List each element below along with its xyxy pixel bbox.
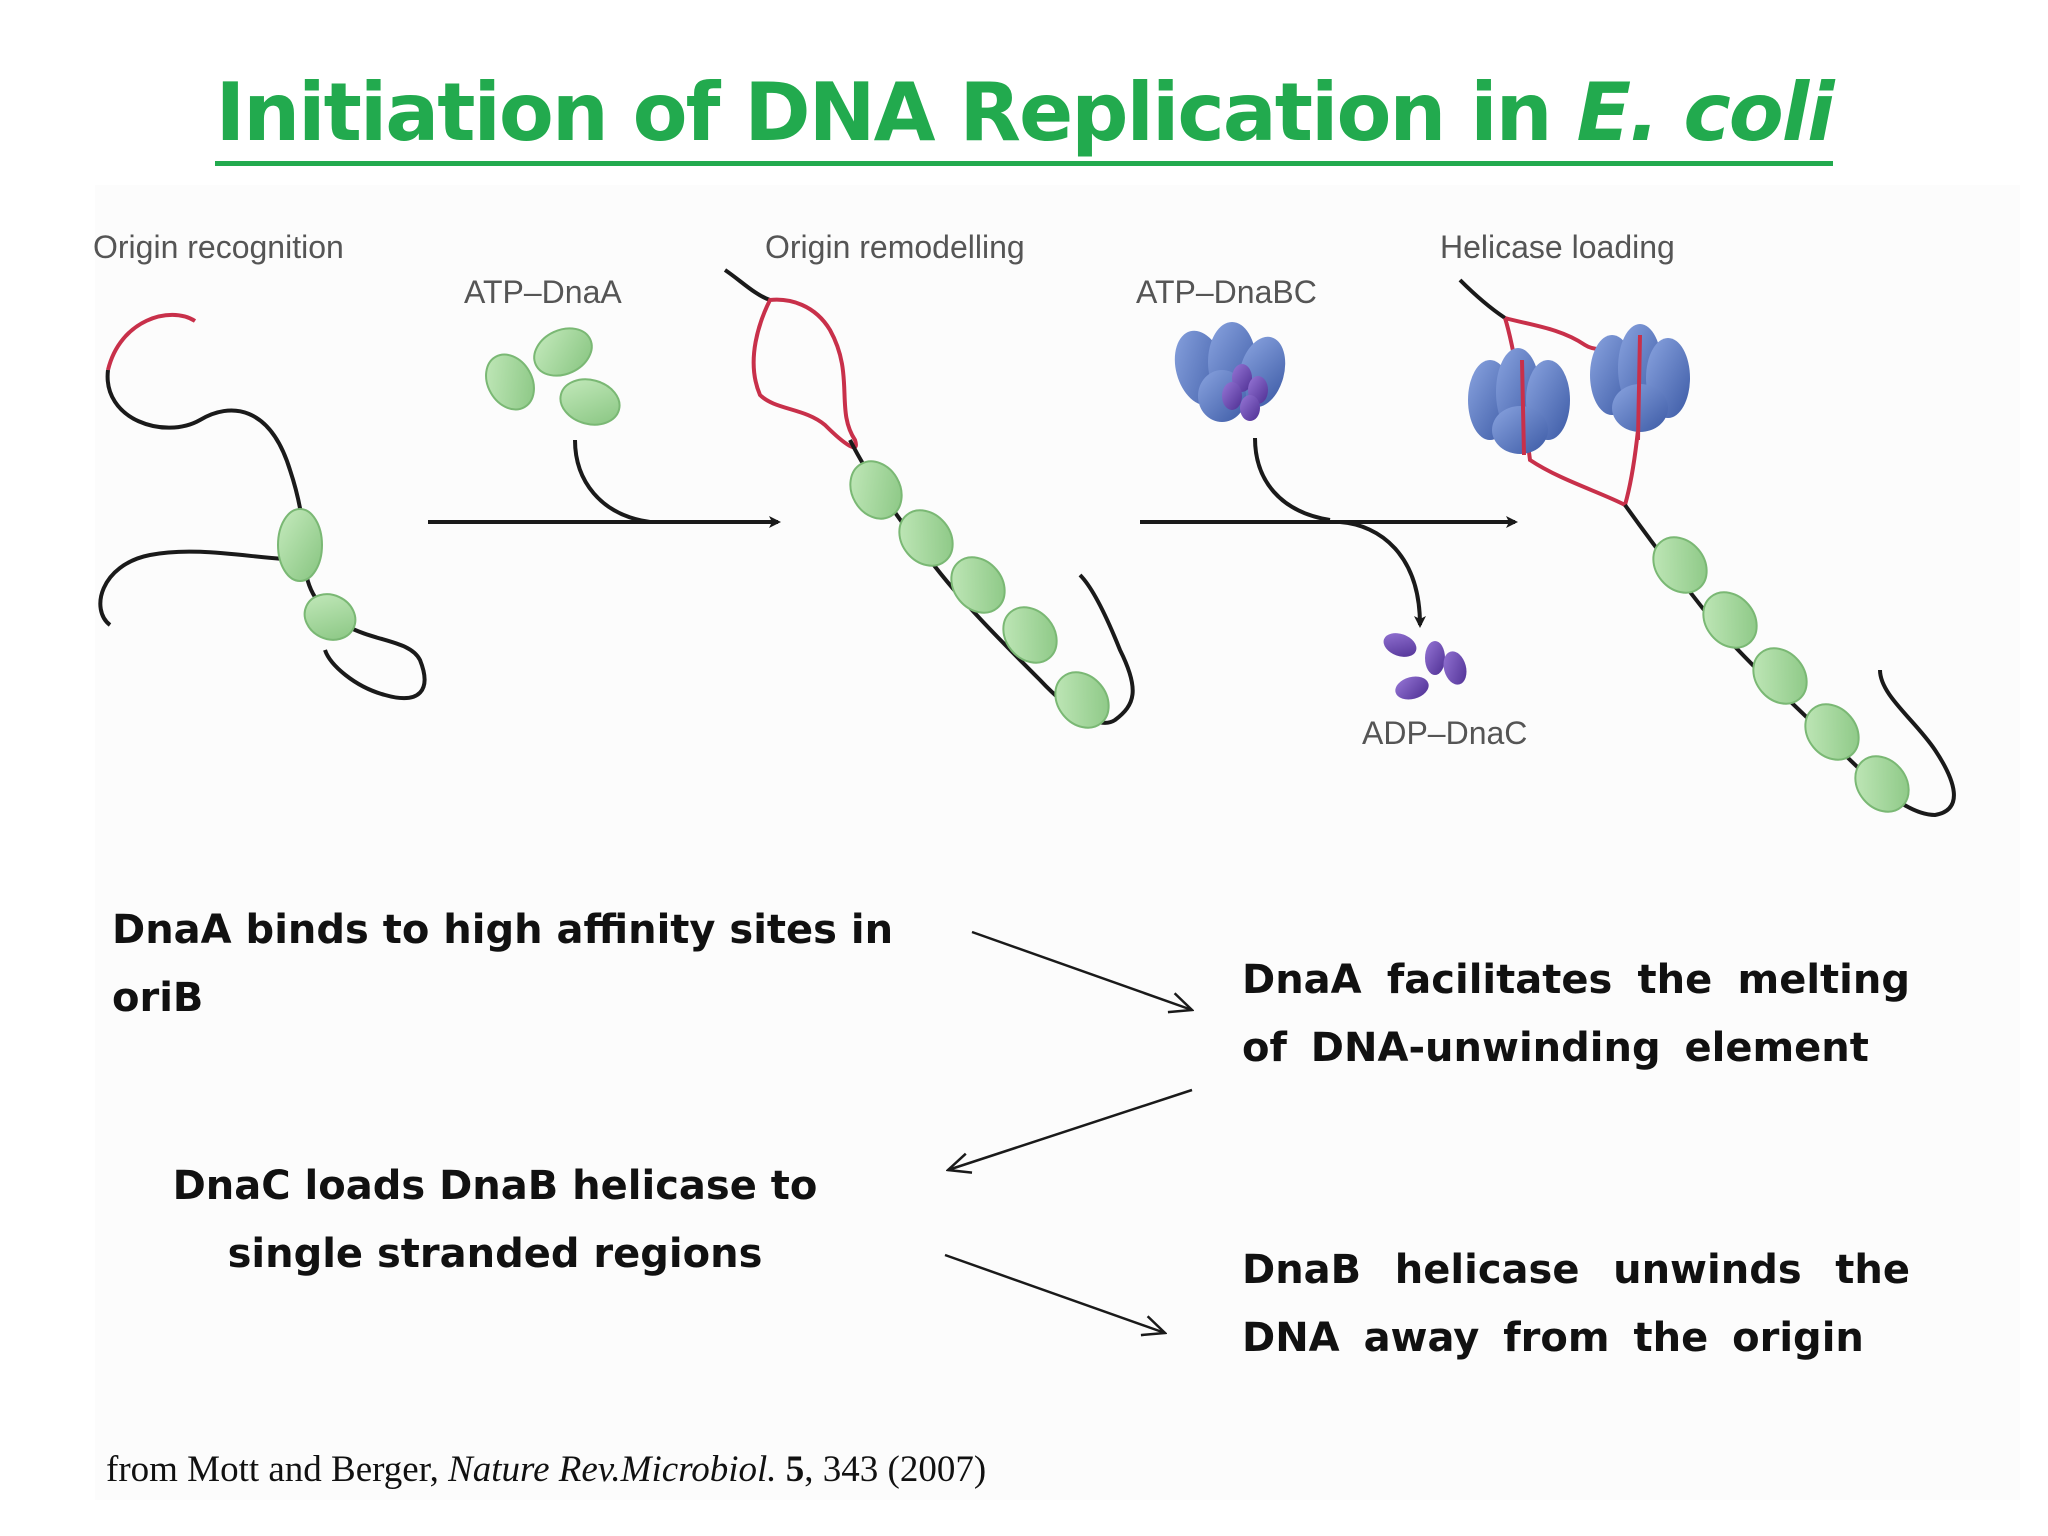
- product-adp-dnac: ADP–DnaC: [1362, 633, 1527, 751]
- dnaa-protein: [1054, 671, 1110, 729]
- flow-arrow-3: [944, 1253, 1165, 1333]
- dnaa-protein: [1854, 755, 1910, 813]
- melted-dna-bubble: [751, 297, 858, 450]
- dna-strand: [1458, 278, 1507, 320]
- label-helicase-loading: Helicase loading: [1440, 229, 1675, 265]
- slide-title: Initiation of DNA Replication in E. coli: [0, 66, 2048, 166]
- flow-arrow-2: [948, 1088, 1193, 1170]
- dnac-protein: [1383, 633, 1417, 657]
- reaction-curve: [1253, 437, 1331, 522]
- dna-strand: [105, 369, 427, 701]
- reagent-atp-dnaa: ATP–DnaA: [464, 274, 651, 524]
- label-adp-dnac: ADP–DnaC: [1362, 715, 1527, 751]
- citation: from Mott and Berger, Nature Rev.Microbi…: [106, 1448, 986, 1491]
- label-atp-dnabc: ATP–DnaBC: [1136, 274, 1317, 310]
- dnaa-protein: [849, 460, 903, 520]
- step-3-text: DnaC loads DnaB helicase to single stran…: [172, 1163, 818, 1277]
- dnaa-protein: [277, 508, 323, 582]
- citation-rest: , 343 (2007): [804, 1449, 987, 1490]
- dnac-cluster: [1222, 364, 1268, 421]
- label-origin-recognition: Origin recognition: [93, 229, 344, 265]
- stage-helicase-loading: Helicase loading: [1440, 229, 1956, 818]
- dna-strand-through-helicase: [1520, 334, 1642, 456]
- dnac-protein: [1425, 641, 1445, 675]
- label-origin-remodelling: Origin remodelling: [765, 229, 1025, 265]
- reaction-curve: [573, 439, 651, 524]
- step-1-text: DnaA binds to high affinity sites in ori…: [112, 907, 894, 1021]
- reagent-atp-dnabc: ATP–DnaBC: [1136, 274, 1426, 628]
- figure-background: [95, 185, 2020, 1500]
- dnaa-protein: [950, 556, 1006, 614]
- title-main: Initiation of DNA Replication in: [215, 66, 1552, 159]
- flow-arrow-1: [971, 930, 1192, 1010]
- dnab-helicase-left: [1468, 348, 1570, 454]
- dnaa-protein: [485, 353, 535, 411]
- label-atp-dnaa: ATP–DnaA: [464, 274, 622, 310]
- stage-origin-remodelling: Origin remodelling: [723, 229, 1135, 729]
- melted-dna-strand: [106, 312, 197, 371]
- step-2-text: DnaA facilitates the melting of DNA-unwi…: [1242, 957, 1910, 1071]
- dnaa-protein: [303, 593, 357, 641]
- dnac-protein: [1443, 651, 1467, 685]
- dnaa-protein: [1702, 591, 1758, 649]
- dnaa-protein: [533, 327, 593, 377]
- release-curve: [1339, 520, 1426, 628]
- citation-prefix: from Mott and Berger,: [106, 1449, 439, 1490]
- stage-origin-recognition: Origin recognition: [93, 229, 427, 701]
- dnac-protein: [1395, 676, 1429, 700]
- dnaa-protein: [559, 378, 621, 426]
- dna-strand: [723, 268, 771, 302]
- dnaa-protein: [1002, 606, 1058, 664]
- dnaa-protein: [898, 509, 954, 567]
- citation-volume: 5: [785, 1449, 805, 1490]
- dnaa-protein: [1804, 703, 1860, 761]
- step-4-text: DnaB helicase unwinds the DNA away from …: [1242, 1247, 1910, 1361]
- title-organism: E. coli: [1576, 66, 1834, 159]
- citation-journal: Nature Rev.Microbiol.: [448, 1449, 777, 1490]
- dnaa-protein: [1652, 536, 1708, 594]
- dna-strand-lower: [98, 549, 306, 627]
- dnaa-protein: [1752, 647, 1808, 705]
